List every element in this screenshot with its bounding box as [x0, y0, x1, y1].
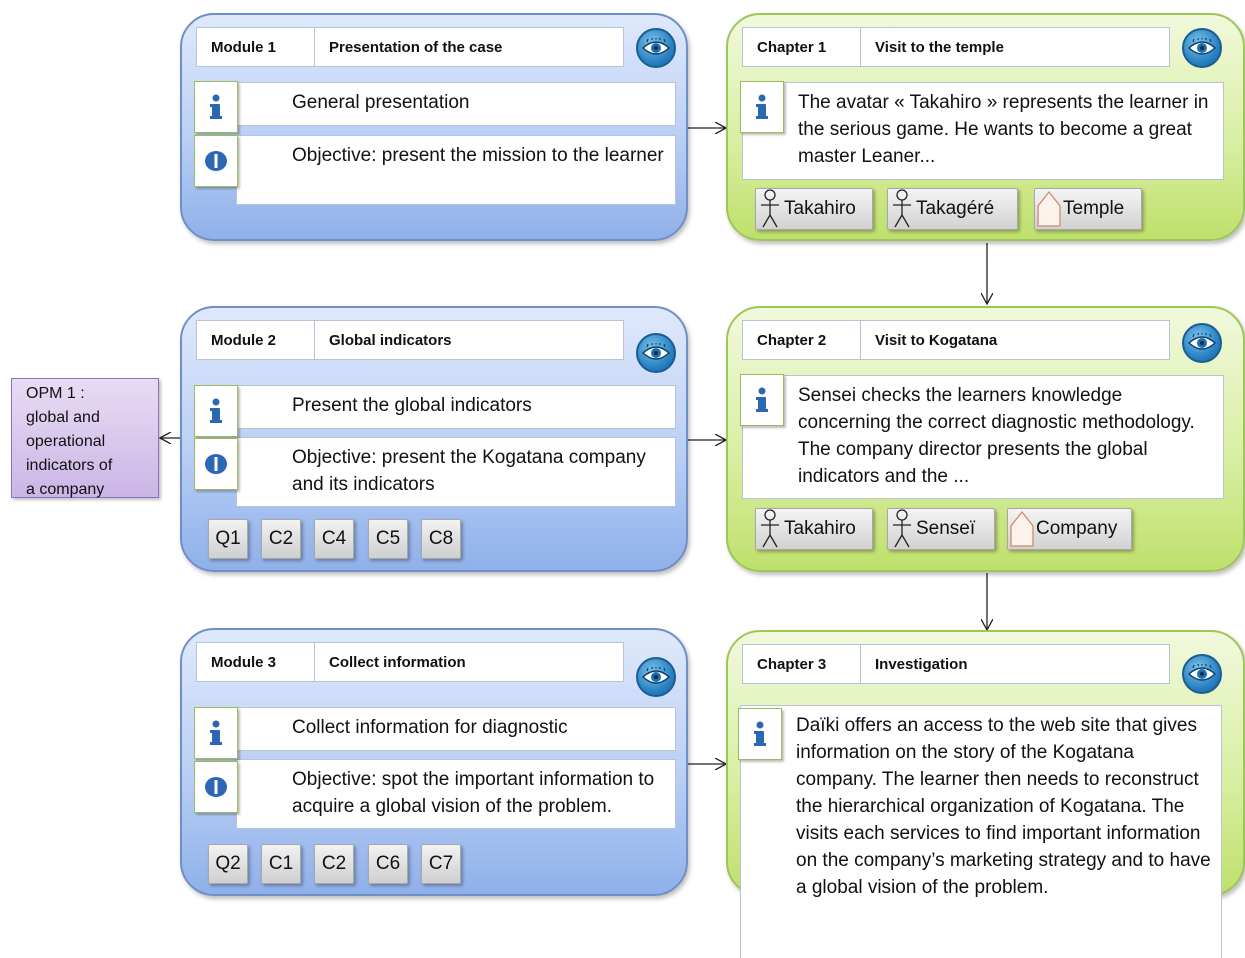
info-icon [740, 374, 784, 426]
character-takahiro[interactable]: Takahiro [755, 188, 873, 230]
objective-text: Objective: present the Kogatana company … [292, 447, 646, 495]
eye-icon[interactable] [636, 657, 676, 697]
chapter-text-box: Daïki offers an access to the web site t… [740, 705, 1222, 958]
chapter-label: Chapter 2 [743, 321, 861, 359]
module-3-panel: Module 3 Collect information Collect inf… [180, 628, 688, 896]
place-name: Temple [1063, 198, 1125, 219]
module-title: Global indicators [329, 331, 452, 349]
opm-line: OPM 1 : [26, 385, 85, 402]
info-row: Present the global indicators [236, 385, 676, 429]
module-label: Module 1 [197, 28, 315, 66]
character-name: Takahiro [784, 198, 856, 219]
info-text: Present the global indicators [292, 395, 532, 416]
character-name: Takagéré [916, 198, 995, 219]
opm-line: operational [26, 433, 106, 450]
eye-icon[interactable] [636, 28, 676, 68]
module-header: Module 2 Global indicators [196, 320, 624, 360]
chapter-label: Chapter 3 [743, 645, 861, 683]
objective-icon [194, 438, 238, 490]
module-label: Module 3 [197, 643, 315, 681]
eye-icon[interactable] [1182, 654, 1222, 694]
info-row: General presentation [236, 82, 676, 126]
objective-row: Objective: spot the important informatio… [236, 759, 676, 829]
objective-text: Objective: spot the important informatio… [292, 769, 655, 817]
place-temple[interactable]: Temple [1034, 188, 1142, 230]
objective-icon [194, 761, 238, 813]
house-icon [1035, 188, 1063, 230]
competence-chip[interactable]: C8 [421, 519, 461, 559]
info-icon [194, 707, 238, 759]
info-row: Collect information for diagnostic [236, 707, 676, 751]
module-title: Collect information [329, 653, 466, 671]
eye-icon[interactable] [636, 333, 676, 373]
module-2-panel: Module 2 Global indicators Present the g… [180, 306, 688, 572]
chapter-title: Visit to Kogatana [875, 331, 998, 349]
chapter-text: Daïki offers an access to the web site t… [796, 715, 1211, 898]
module-header: Module 3 Collect information [196, 642, 624, 682]
character-sensei[interactable]: Senseï [887, 508, 995, 550]
objective-row: Objective: present the mission to the le… [236, 135, 676, 205]
competence-chip[interactable]: C5 [368, 519, 408, 559]
character-takagere[interactable]: Takagéré [887, 188, 1018, 230]
character-takahiro[interactable]: Takahiro [755, 508, 873, 550]
chapter-header: Chapter 2 Visit to Kogatana [742, 320, 1170, 360]
person-icon [888, 188, 916, 230]
opm-box: OPM 1 : global and operational indicator… [11, 378, 159, 498]
chapter-header: Chapter 3 Investigation [742, 644, 1170, 684]
question-chip[interactable]: Q2 [208, 844, 248, 884]
chapter-header: Chapter 1 Visit to the temple [742, 27, 1170, 67]
info-icon [194, 81, 238, 133]
opm-line: indicators of [26, 457, 113, 474]
chapter-2-panel: Chapter 2 Visit to Kogatana Sensei check… [726, 306, 1245, 572]
place-name: Company [1036, 518, 1118, 539]
chapter-1-panel: Chapter 1 Visit to the temple The avatar… [726, 13, 1245, 241]
info-icon [738, 708, 782, 760]
module-label: Module 2 [197, 321, 315, 359]
eye-icon[interactable] [1182, 28, 1222, 68]
chapter-text-box: Sensei checks the learners knowledge con… [742, 375, 1224, 499]
competence-chip[interactable]: C1 [261, 844, 301, 884]
objective-row: Objective: present the Kogatana company … [236, 437, 676, 507]
eye-icon[interactable] [1182, 323, 1222, 363]
competence-chip[interactable]: C2 [261, 519, 301, 559]
house-icon [1008, 508, 1036, 550]
info-text: General presentation [292, 92, 470, 113]
module-1-panel: Module 1 Presentation of the case Genera… [180, 13, 688, 241]
character-name: Takahiro [784, 518, 856, 539]
info-icon [194, 385, 238, 437]
chapter-text: Sensei checks the learners knowledge con… [798, 385, 1195, 487]
competence-chip[interactable]: C7 [421, 844, 461, 884]
place-company[interactable]: Company [1007, 508, 1132, 550]
question-chip[interactable]: Q1 [208, 519, 248, 559]
person-icon [756, 188, 784, 230]
competence-chip[interactable]: C2 [314, 844, 354, 884]
person-icon [756, 508, 784, 550]
opm-line: global and [26, 409, 100, 426]
module-header: Module 1 Presentation of the case [196, 27, 624, 67]
info-icon [740, 81, 784, 133]
module-title: Presentation of the case [329, 38, 503, 56]
opm-line: a company [26, 481, 105, 498]
objective-text: Objective: present the mission to the le… [292, 145, 664, 166]
chapter-text-box: The avatar « Takahiro » represents the l… [742, 82, 1224, 180]
info-text: Collect information for diagnostic [292, 717, 568, 738]
chapter-title: Investigation [875, 655, 968, 673]
competence-chip[interactable]: C6 [368, 844, 408, 884]
objective-icon [194, 135, 238, 187]
chapter-title: Visit to the temple [875, 38, 1004, 56]
person-icon [888, 508, 916, 550]
character-name: Senseï [916, 518, 976, 539]
chapter-label: Chapter 1 [743, 28, 861, 66]
competence-chip[interactable]: C4 [314, 519, 354, 559]
chapter-text: The avatar « Takahiro » represents the l… [798, 92, 1209, 167]
